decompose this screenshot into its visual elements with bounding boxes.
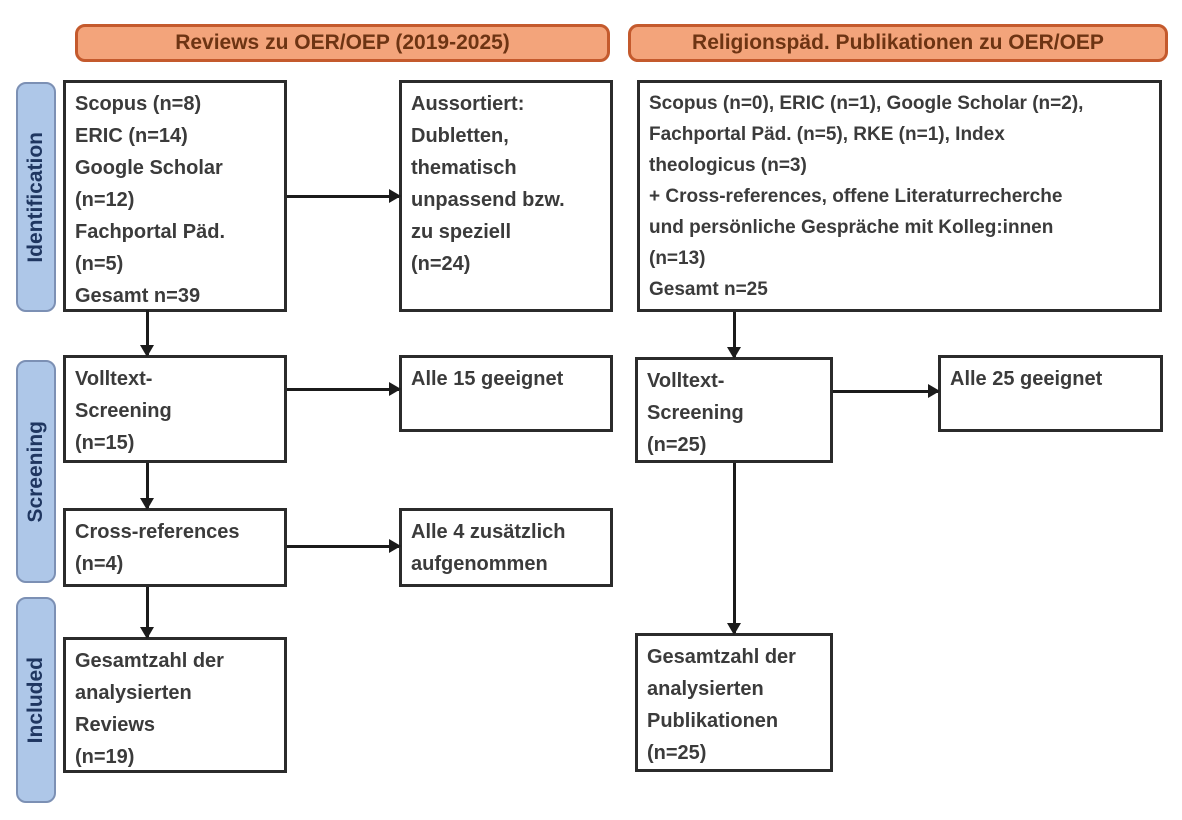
box-line: theologicus (n=3) [649, 155, 807, 176]
box-line: (n=13) [649, 248, 706, 269]
arrow-crossref-to-result-left [287, 539, 401, 553]
box-line: Fachportal Päd. [75, 221, 226, 243]
box-line: (n=25) [647, 434, 707, 456]
arrow-volltext-down-left [140, 463, 154, 510]
column-header-religionspaed: Religionspäd. Publikationen zu OER/OEP [628, 24, 1168, 62]
box-line: Volltext- [75, 368, 153, 390]
box-line: aufgenommen [411, 553, 548, 575]
box-volltext-screening-left: Volltext- Screening (n=15) [63, 355, 287, 463]
arrow-sources-down-left [140, 310, 154, 357]
box-line: (n=12) [75, 189, 135, 211]
stage-pill-screening: Screening [16, 360, 56, 583]
box-screening-result-right: Alle 25 geeignet [938, 355, 1163, 432]
box-line: (n=4) [75, 553, 124, 575]
box-line: Alle 25 geeignet [950, 368, 1103, 390]
box-cross-references-left: Cross-references (n=4) [63, 508, 287, 587]
stage-pill-identification: Identification [16, 82, 56, 312]
box-line: + Cross-references, offene Literaturrech… [649, 186, 1063, 207]
box-line: (n=15) [75, 432, 135, 454]
box-line: Google Scholar [75, 157, 223, 179]
column-header-reviews-label: Reviews zu OER/OEP (2019-2025) [175, 31, 510, 54]
arrow-volltext-to-result-right [833, 384, 940, 398]
box-line: Gesamt n=39 [75, 285, 201, 307]
box-line: Gesamtzahl der [75, 650, 224, 672]
box-line: Dubletten, [411, 125, 509, 147]
box-line: Scopus (n=8) [75, 93, 202, 115]
arrow-volltext-down-right [727, 463, 741, 635]
box-identification-sources-right: Scopus (n=0), ERIC (n=1), Google Scholar… [637, 80, 1162, 312]
arrow-crossref-down-left [140, 587, 154, 639]
box-identification-sources-left: Scopus (n=8) ERIC (n=14) Google Scholar … [63, 80, 287, 312]
box-line: Publikationen [647, 710, 779, 732]
box-line: (n=25) [647, 742, 707, 764]
stage-pill-identification-label: Identification [24, 131, 47, 263]
box-line: (n=24) [411, 253, 471, 275]
stage-pill-included: Included [16, 597, 56, 803]
box-line: (n=19) [75, 746, 135, 768]
box-line: (n=5) [75, 253, 124, 275]
box-line: Cross-references [75, 521, 240, 543]
box-included-left: Gesamtzahl der analysierten Reviews (n=1… [63, 637, 287, 773]
box-identification-excluded-left: Aussortiert: Dubletten, thematisch unpas… [399, 80, 613, 312]
box-included-right: Gesamtzahl der analysierten Publikatione… [635, 633, 833, 772]
box-volltext-screening-right: Volltext- Screening (n=25) [635, 357, 833, 463]
box-cross-references-result-left: Alle 4 zusätzlich aufgenommen [399, 508, 613, 587]
box-line: Fachportal Päd. (n=5), RKE (n=1), Index [649, 124, 1005, 145]
arrow-volltext-to-result-left [287, 382, 401, 396]
box-line: Alle 15 geeignet [411, 368, 564, 390]
box-line: Gesamtzahl der [647, 646, 796, 668]
arrow-sources-to-excluded-left [287, 189, 401, 203]
box-line: Volltext- [647, 370, 725, 392]
box-line: Aussortiert: [411, 93, 525, 115]
box-line: ERIC (n=14) [75, 125, 188, 147]
stage-pill-included-label: Included [24, 656, 47, 744]
box-line: analysierten [75, 682, 192, 704]
box-line: Scopus (n=0), ERIC (n=1), Google Scholar… [649, 93, 1084, 114]
box-line: unpassend bzw. [411, 189, 565, 211]
box-line: Reviews [75, 714, 156, 736]
column-header-reviews: Reviews zu OER/OEP (2019-2025) [75, 24, 610, 62]
box-line: analysierten [647, 678, 764, 700]
box-line: Screening [75, 400, 172, 422]
box-line: zu speziell [411, 221, 512, 243]
box-line: Gesamt n=25 [649, 279, 768, 300]
box-line: Alle 4 zusätzlich [411, 521, 566, 543]
column-header-religionspaed-label: Religionspäd. Publikationen zu OER/OEP [692, 31, 1104, 54]
box-line: Screening [647, 402, 744, 424]
arrow-sources-down-right [727, 312, 741, 359]
stage-pill-screening-label: Screening [24, 420, 47, 523]
box-line: thematisch [411, 157, 517, 179]
box-screening-result-left: Alle 15 geeignet [399, 355, 613, 432]
box-line: und persönliche Gespräche mit Kolleg:inn… [649, 217, 1054, 238]
